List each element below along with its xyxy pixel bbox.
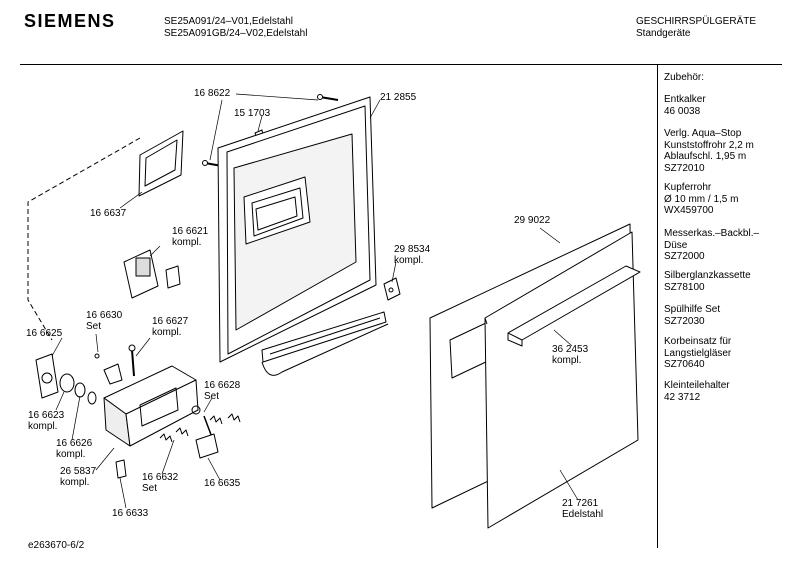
part-label-166637: 16 6637 bbox=[90, 208, 127, 219]
accessory-item: Messerkas.–Backbl.– Düse SZ72000 bbox=[664, 228, 760, 262]
accessory-item: Verlg. Aqua–Stop Kunststoffrohr 2,2 m Ab… bbox=[664, 128, 754, 174]
part-label-299022: 29 9022 bbox=[514, 215, 551, 226]
accessory-item: Spülhilfe Set SZ72030 bbox=[664, 304, 721, 327]
part-label-212855: 21 2855 bbox=[380, 92, 417, 103]
accessory-divider bbox=[657, 64, 658, 548]
small-fittings-parts bbox=[94, 344, 136, 385]
filler-cap-part bbox=[123, 249, 181, 299]
part-label-166635: 16 6635 bbox=[204, 478, 241, 489]
bottom-trim-part bbox=[261, 311, 389, 376]
accessory-item: Kleinteilehalter 42 3712 bbox=[664, 380, 730, 403]
leader-lines bbox=[51, 93, 579, 509]
accessories-title: Zubehör: bbox=[664, 72, 705, 83]
part-label-151703: 15 1703 bbox=[234, 108, 271, 119]
assembly-dashed-line bbox=[27, 137, 141, 341]
gasket-frame-part bbox=[138, 130, 184, 197]
accessory-item: Entkalker 46 0038 bbox=[664, 94, 706, 117]
inner-door-panel-part bbox=[217, 96, 377, 363]
model-line-2: SE25A091GB/24–V02,Edelstahl bbox=[164, 28, 308, 39]
accessory-item: Korbeinsatz für Langstielgläser SZ70640 bbox=[664, 336, 732, 370]
latch-part bbox=[195, 433, 219, 459]
hinge-part bbox=[383, 277, 401, 301]
accessory-item: Kupferrohr Ø 10 mm / 1,5 m WX459700 bbox=[664, 182, 739, 216]
category-line-2: Standgeräte bbox=[636, 28, 691, 39]
dispenser-body-part bbox=[103, 365, 199, 447]
handle-bar-part bbox=[507, 265, 641, 347]
header-divider bbox=[20, 64, 782, 65]
front-panel-part bbox=[484, 231, 639, 529]
accessory-item: Silberglanzkassette SZ78100 bbox=[664, 270, 751, 293]
part-label-166633: 16 6633 bbox=[112, 508, 149, 519]
clip-part bbox=[115, 459, 127, 479]
model-line-1: SE25A091/24–V01,Edelstahl bbox=[164, 16, 293, 27]
category-line-1: GESCHIRRSPÜLGERÄTE bbox=[636, 16, 757, 27]
part-label-166625: 16 6625 bbox=[26, 328, 63, 339]
document-id: e263670-6/2 bbox=[28, 540, 85, 551]
control-knob-part bbox=[35, 353, 97, 405]
part-label-168622: 16 8622 bbox=[194, 88, 231, 99]
brand-logo: SIEMENS bbox=[24, 11, 116, 31]
